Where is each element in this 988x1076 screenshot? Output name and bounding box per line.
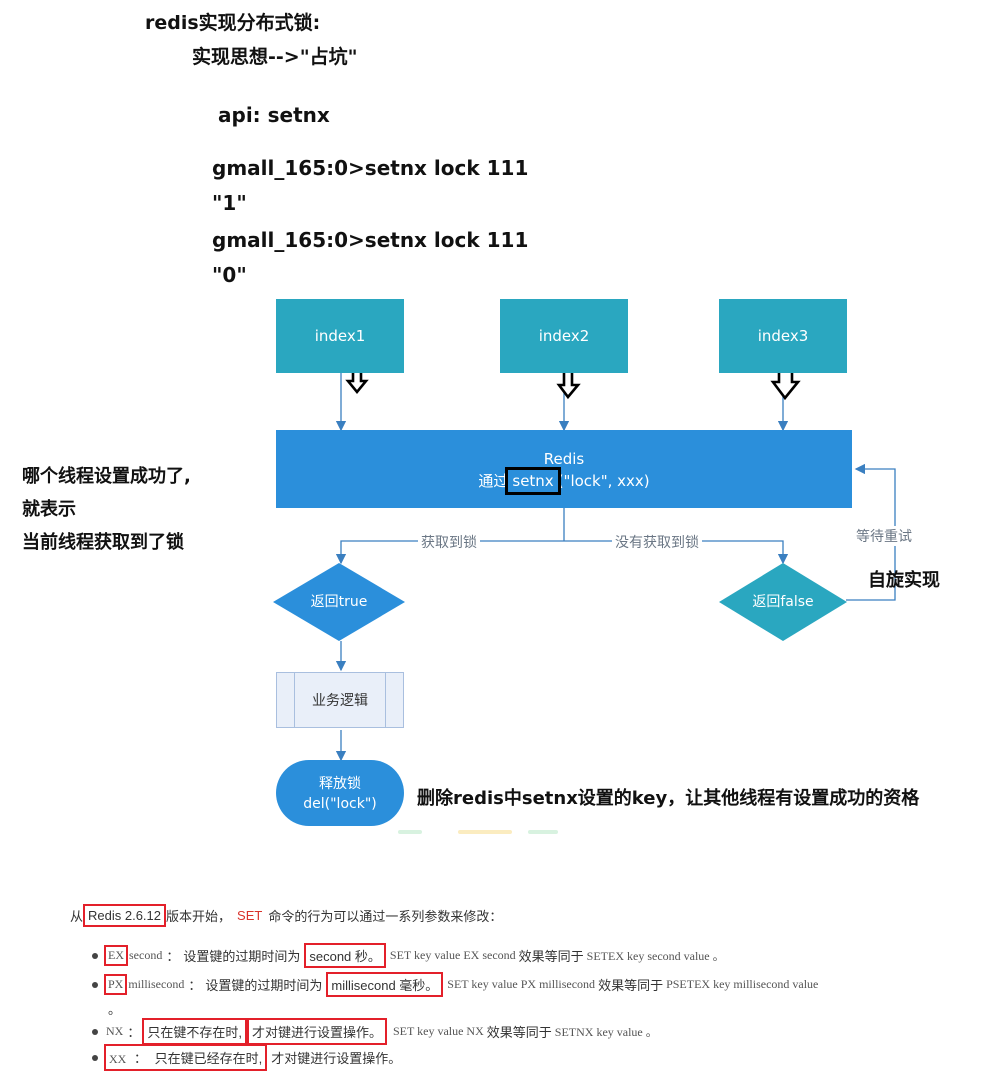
ex-sep: ： (166, 949, 180, 964)
ex-equiv: SETEX key second value 。 (586, 949, 725, 963)
spin-annotation: 自旋实现 (868, 570, 940, 591)
px-equiv: PSETEX key millisecond value (666, 977, 819, 991)
business-logic-label: 业务逻辑 (312, 693, 368, 709)
command-line: gmall_165:0>setnx lock 111 (212, 228, 529, 252)
business-logic-box: 业务逻辑 (276, 672, 404, 728)
px-param: millisecond (128, 977, 185, 991)
px-tail: 。 (108, 1002, 122, 1017)
command-result: "1" (212, 191, 247, 215)
ex-key: EX (104, 945, 128, 966)
redis-title: Redis (543, 450, 585, 468)
release-lock-command: del("lock") (303, 796, 377, 812)
edge-label-retry: 等待重试 (853, 526, 915, 546)
ex-param: second (129, 948, 163, 962)
doc-item-ex: EX second ： 设置键的过期时间为 second 秒。 SET key … (92, 943, 725, 968)
command-line: gmall_165:0>setnx lock 111 (212, 156, 529, 180)
return-false-label: 返回false (752, 594, 814, 610)
idea-text: 实现思想-->"占坑" (192, 46, 358, 68)
redis-version: Redis 2.6.12 (83, 904, 167, 927)
doc-item-xx: XX ： 只在键已经存在时, 才对键进行设置操作。 (92, 1044, 402, 1071)
left-annotation-line: 当前线程获取到了锁 (22, 532, 184, 553)
return-true-diamond (273, 563, 405, 641)
index1-label: index1 (314, 327, 366, 345)
set-command: SET (237, 908, 263, 923)
redis-line-prefix: 通过 (478, 472, 509, 490)
xx-action: 才对键进行设置操作。 (271, 1051, 402, 1066)
edge-label-no-lock: 没有获取到锁 (612, 532, 702, 552)
px-key: PX (103, 974, 128, 995)
release-lock-title: 释放锁 (319, 776, 361, 792)
doc-intro-pre: 从 (70, 909, 84, 924)
release-lock-node: 释放锁 del("lock") (276, 760, 404, 826)
nx-sep: ： (127, 1025, 141, 1040)
nx-example: SET key value NX (393, 1024, 484, 1038)
bullet-icon (92, 981, 98, 988)
bullet-icon (92, 952, 98, 959)
redis-line-suffix: ("lock", xxx) (557, 472, 650, 490)
doc-item-nx: NX ： 只在键不存在时, 才对键进行设置操作。 SET key value N… (92, 1018, 658, 1045)
return-false-diamond (719, 563, 847, 641)
ex-desc: 设置键的过期时间为 (183, 949, 301, 964)
ex-example: SET key value EX second (389, 948, 516, 962)
index2-label: index2 (538, 327, 590, 345)
nx-key: NX (106, 1024, 124, 1038)
nx-action: 才对键进行设置操作。 (246, 1018, 388, 1045)
index1-box: index1 (276, 299, 404, 373)
api-text: api: setnx (218, 103, 330, 127)
px-unit: millisecond 毫秒。 (326, 972, 444, 997)
left-annotation-line: 哪个线程设置成功了, (22, 466, 191, 487)
bullet-icon (92, 1028, 98, 1035)
bullet-icon (92, 1054, 98, 1061)
page-title: redis实现分布式锁: (145, 12, 321, 34)
px-sep: ： (188, 978, 202, 993)
index2-box: index2 (500, 299, 628, 373)
doc-intro: 从 Redis 2.6.12 版本开始， SET 命令的行为可以通过一系列参数来… (70, 904, 503, 927)
return-true-label: 返回true (310, 594, 368, 610)
doc-intro-post: 命令的行为可以通过一系列参数来修改： (268, 909, 503, 924)
doc-item-px: PX millisecond ： 设置键的过期时间为 millisecond 毫… (92, 972, 819, 997)
index3-label: index3 (757, 327, 809, 345)
delete-annotation: 删除redis中setnx设置的key，让其他线程有设置成功的资格 (417, 788, 920, 809)
px-eq: 效果等同于 (598, 978, 664, 993)
left-annotation: 哪个线程设置成功了, 就表示 当前线程获取到了锁 (22, 460, 191, 559)
xx-sep: ： (133, 1051, 147, 1066)
nx-equiv: SETNX key value 。 (554, 1025, 658, 1039)
nx-condition: 只在键不存在时, (142, 1018, 247, 1045)
edge-label-get-lock: 获取到锁 (418, 532, 480, 552)
xx-condition-box: XX ： 只在键已经存在时, (103, 1044, 268, 1071)
nx-eq: 效果等同于 (486, 1025, 552, 1040)
ex-unit: second 秒。 (304, 943, 386, 968)
arrow-get-lock (335, 540, 564, 565)
px-desc: 设置键的过期时间为 (205, 978, 323, 993)
setnx-highlight: setnx (505, 467, 561, 495)
xx-condition: 只在键已经存在时, (154, 1051, 263, 1066)
xx-key: XX (109, 1052, 127, 1066)
index3-box: index3 (719, 299, 847, 373)
doc-intro-mid: 版本开始， (166, 909, 232, 924)
ex-eq: 效果等同于 (518, 949, 584, 964)
left-annotation-line: 就表示 (22, 499, 76, 520)
px-example: SET key value PX millisecond (447, 977, 596, 991)
command-result: "0" (212, 263, 247, 287)
